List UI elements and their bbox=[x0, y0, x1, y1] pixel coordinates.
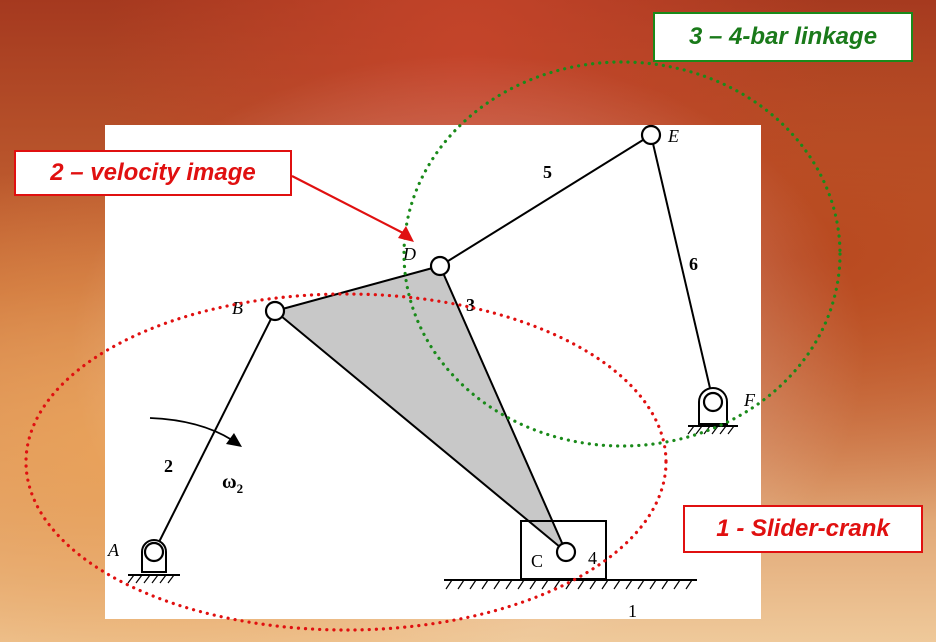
label-b: B bbox=[232, 298, 243, 318]
four-bar-linkage-label: 3 – 4-bar linkage bbox=[688, 23, 878, 50]
velocity-image-callout: 2 – velocity image bbox=[14, 150, 292, 196]
label-link-5: 5 bbox=[543, 162, 552, 182]
coupler-triangle bbox=[272, 264, 567, 553]
label-f: F bbox=[743, 390, 756, 410]
slider-crank-label: 1 - Slider-crank bbox=[716, 515, 890, 542]
link-6 bbox=[650, 134, 714, 402]
slider-crank-callout: 1 - Slider-crank bbox=[683, 505, 923, 553]
joint-b bbox=[264, 300, 286, 322]
joint-f bbox=[702, 391, 724, 413]
slider-guide bbox=[444, 579, 697, 590]
velocity-image-label: 2 – velocity image bbox=[50, 159, 256, 186]
label-link-2: 2 bbox=[164, 456, 173, 476]
label-omega: ω2 bbox=[222, 471, 243, 496]
label-link-3: 3 bbox=[466, 295, 475, 315]
slider-block bbox=[520, 520, 607, 580]
link-5 bbox=[439, 134, 652, 267]
label-c: C bbox=[531, 551, 543, 571]
label-link-1: 1 bbox=[628, 601, 637, 621]
joint-e bbox=[640, 124, 662, 146]
joint-c bbox=[555, 541, 577, 563]
label-a: A bbox=[107, 540, 120, 560]
joint-a bbox=[143, 541, 165, 563]
label-e: E bbox=[667, 126, 679, 146]
joint-d bbox=[429, 255, 451, 277]
label-d: D bbox=[402, 244, 416, 264]
four-bar-linkage-callout: 3 – 4-bar linkage bbox=[653, 12, 913, 62]
label-link-4: 4 bbox=[588, 548, 597, 568]
four-bar-ellipse bbox=[402, 60, 842, 448]
velocity-callout-arrow bbox=[291, 175, 414, 242]
slider-crank-ellipse bbox=[24, 292, 668, 632]
label-link-6: 6 bbox=[689, 254, 698, 274]
omega-arrow bbox=[149, 417, 242, 447]
